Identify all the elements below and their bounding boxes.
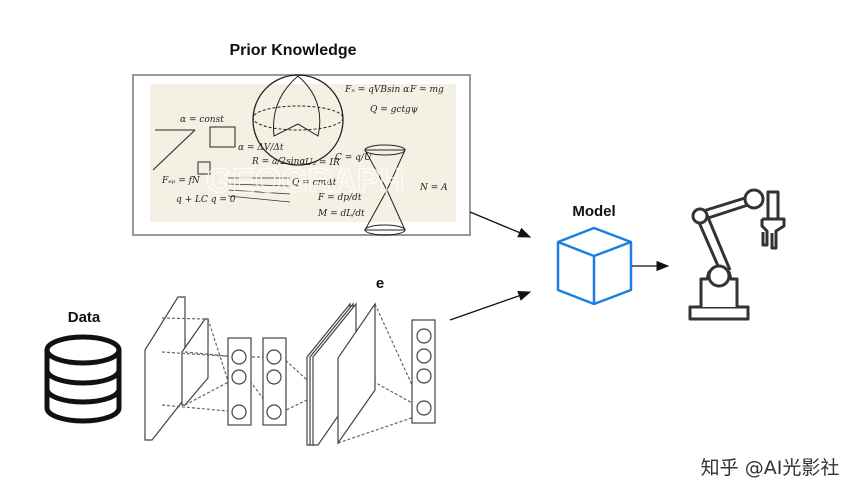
equation: Q = cmΔt [292, 178, 337, 188]
equation: Fₑₚ = fN [161, 176, 201, 186]
arrow-data-to-model [449, 290, 532, 321]
robot-arm-icon [688, 188, 786, 321]
equation: M = dL/dt [317, 209, 365, 219]
equation: F = mg [409, 85, 444, 95]
prior-knowledge-label: Prior Knowledge [229, 42, 356, 59]
equation: R = a/2sinα [251, 157, 306, 167]
equation: α = const [180, 115, 224, 125]
model-cube-icon [556, 226, 633, 306]
equation: q + LC q = 0 [176, 195, 236, 205]
equation: U₂ = IR [305, 158, 340, 168]
arrow-knowledge-to-model [469, 211, 532, 238]
equation: α = ΔV/Δt [238, 143, 284, 153]
equation: Fₙ = qVBsin α [344, 85, 409, 95]
footer-watermark: 知乎 @AI光影社 [701, 457, 840, 479]
prior-knowledge-image: Fₙ = qVBsin α F = mg Q = gctgψ α = const… [132, 74, 471, 236]
equation: Q = gctgψ [370, 105, 419, 115]
model-label: Model [572, 203, 615, 220]
image-watermark: GEOGRAPH [206, 162, 404, 200]
sphere-sketch [252, 74, 344, 166]
data-label: Data [68, 309, 101, 326]
database-icon [44, 334, 122, 424]
equation: C = q/U [335, 153, 372, 163]
equation: F = dp/dt [317, 193, 362, 203]
equation: N = A [419, 183, 448, 193]
cnn-diagram [144, 296, 436, 446]
cnn-fragment-label: e [376, 275, 384, 292]
